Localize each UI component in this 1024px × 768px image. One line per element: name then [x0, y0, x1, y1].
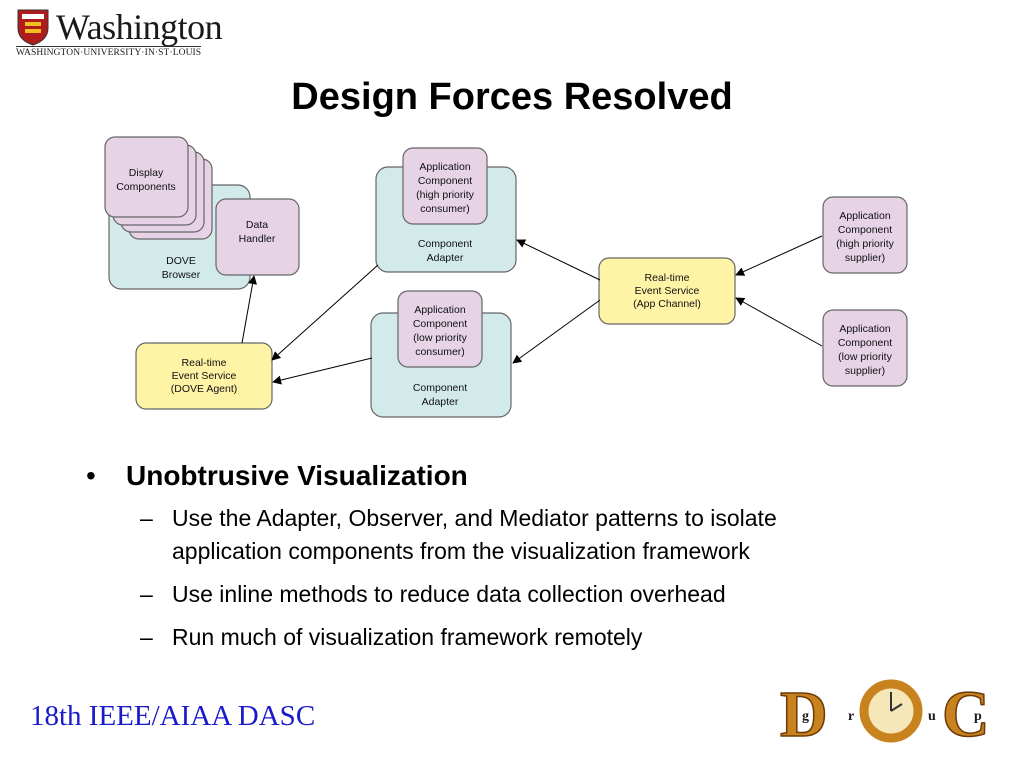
data-handler-box	[215, 198, 300, 276]
university-crest-icon	[17, 9, 49, 46]
arrow-agent-to-datahandler	[241, 275, 258, 344]
app-high-consumer-box	[402, 147, 488, 225]
arrow-channel-to-adapter-bottom	[512, 299, 601, 364]
app-channel-box	[598, 257, 736, 325]
small-u: u	[928, 709, 936, 724]
app-high-supplier-box	[822, 196, 908, 274]
small-r: r	[848, 709, 854, 724]
logo-wordmark: Washington	[56, 7, 223, 47]
doc-group-logo: D C g r u p	[779, 677, 990, 746]
small-p: p	[974, 709, 982, 724]
bullet-list: •Unobtrusive Visualization –Use the Adap…	[82, 460, 982, 654]
doc-letter-d: D	[780, 678, 828, 746]
arrow-low-supplier-to-channel	[735, 297, 823, 347]
main-bullet: • Unobtrusive Visualization	[82, 460, 982, 492]
slide-title: Design Forces Resolved	[291, 76, 733, 118]
doc-letter-c: C	[942, 678, 990, 746]
dash-icon: –	[140, 624, 153, 650]
dove-agent-box	[135, 342, 273, 410]
sub-bullet-3-text: Run much of visualization framework remo…	[172, 624, 643, 650]
arrow-high-supplier-to-channel	[735, 235, 823, 276]
conference-footer: 18th IEEE/AIAA DASC	[30, 700, 316, 732]
main-bullet-text: Unobtrusive Visualization	[126, 460, 468, 491]
sub-bullet-2-text: Use inline methods to reduce data collec…	[172, 581, 726, 607]
sub-bullet-1-line-2: application components from the visualiz…	[172, 538, 750, 564]
logo-subtext: WASHINGTON·UNIVERSITY·IN·ST·LOUIS	[16, 46, 202, 58]
sub-bullet-3: –Run much of visualization framework rem…	[82, 621, 982, 654]
dash-icon: –	[140, 581, 153, 607]
washington-logo: Washington WASHINGTON·UNIVERSITY·IN·ST·L…	[16, 7, 236, 62]
display-components-box	[104, 136, 189, 218]
app-low-supplier-box	[822, 309, 908, 387]
dash-icon: –	[140, 505, 153, 531]
sub-bullet-2: –Use inline methods to reduce data colle…	[82, 578, 982, 611]
arrow-adapter-bottom-to-agent	[272, 357, 373, 385]
arrow-adapter-top-to-agent	[271, 264, 379, 361]
bullet-dot-icon: •	[86, 460, 96, 491]
sub-bullet-1-line-1: Use the Adapter, Observer, and Mediator …	[172, 505, 777, 531]
app-low-consumer-box	[397, 290, 483, 368]
sub-bullet-1: –Use the Adapter, Observer, and Mediator…	[82, 502, 982, 568]
small-g: g	[802, 709, 809, 724]
arrow-channel-to-adapter-top	[516, 239, 601, 281]
